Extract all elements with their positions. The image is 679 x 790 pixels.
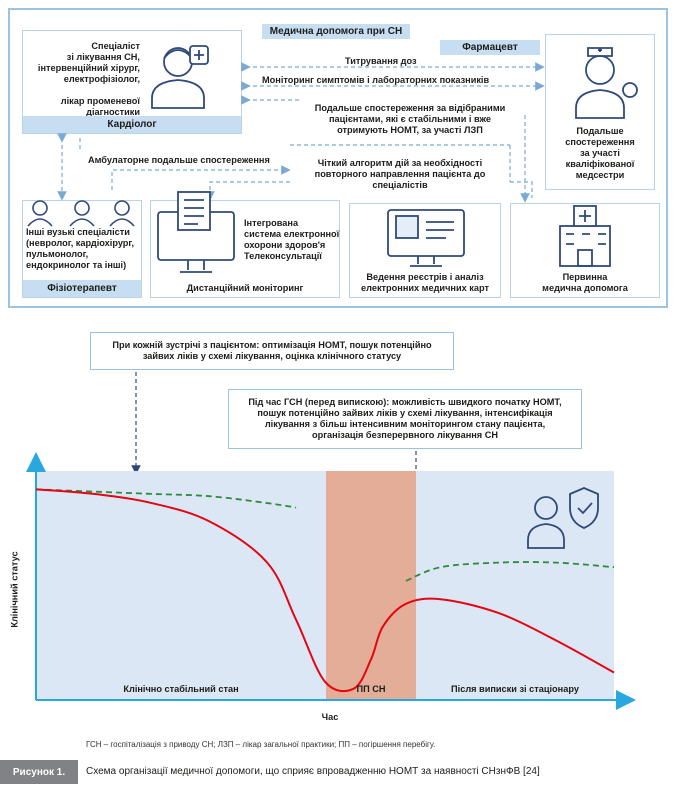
- footnote: ГСН – госпіталізація з приводу СН; ЛЗП –…: [86, 740, 436, 749]
- region-label-stable: Клінічно стабільний стан: [123, 684, 239, 694]
- patient-shield-icon: [527, 487, 599, 549]
- connector-arrows: [57, 62, 545, 203]
- remote-monitoring-label: Дистанційний моніторинг: [186, 283, 304, 293]
- algorithm-arrow-right: [510, 181, 533, 198]
- chart-background: [36, 471, 614, 700]
- region-label-worsening: ПП СН: [356, 684, 386, 694]
- clinical-status-chart: [26, 452, 636, 710]
- during-hf-note: Під час ГСН (перед випискою): можливість…: [228, 389, 582, 449]
- pharmacist-label: Фармацевт: [440, 40, 540, 55]
- algorithm-arrow-left: [205, 181, 290, 201]
- x-axis-label: Час: [321, 712, 339, 722]
- monitoring-text: Моніторинг симптомів і лабораторних пока…: [262, 75, 490, 85]
- series-dashed-green: [35, 488, 615, 582]
- care-schema-frame: [8, 8, 668, 308]
- region-label-post-discharge: Після виписки зі стаціонару: [451, 684, 579, 694]
- caption-text: Схема організації медичної допомоги, що …: [86, 766, 540, 777]
- cardiologist-icon: [151, 45, 209, 109]
- ambulatory-text: Амбулаторне подальше спостереження: [88, 155, 270, 165]
- cardiologist-label: Кардіолог: [23, 116, 241, 133]
- schema-title: Медична допомога при СН: [262, 24, 410, 39]
- caption-label: Рисунок 1.: [0, 760, 78, 784]
- physio-label: Фізіотерапевт: [23, 280, 141, 297]
- y-axis-label: Клінічний статус: [9, 551, 20, 628]
- titration-text: Титрування доз: [345, 56, 417, 66]
- nurse-panel: [545, 34, 655, 190]
- specialists-text: Інші вузькі спеціалісти(невролог, кардіо…: [26, 227, 134, 270]
- worsening-band: [326, 471, 416, 700]
- nurse-icon: [575, 47, 638, 119]
- specialists-icon: [27, 200, 135, 227]
- ambulatory-arrow: [111, 165, 291, 190]
- each-visit-note: При кожній зустрічі з пацієнтом: оптиміз…: [90, 332, 454, 370]
- series-solid-red: [35, 488, 615, 693]
- ehr-monitor-icon: [387, 209, 465, 267]
- monitor-checklist-icon: [157, 191, 235, 273]
- hospital-icon: [559, 205, 611, 267]
- registries-panel: [349, 203, 501, 298]
